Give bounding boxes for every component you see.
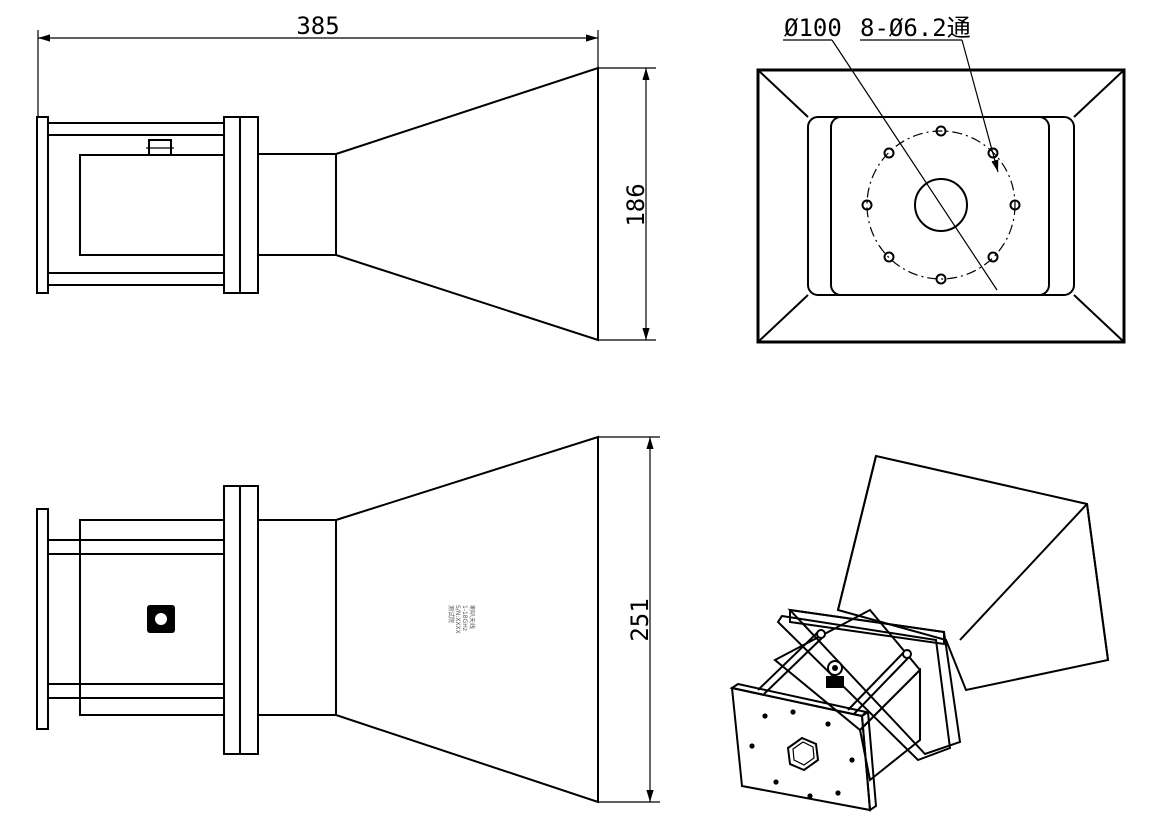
horn bbox=[335, 66, 599, 342]
throat bbox=[257, 519, 337, 716]
height-dimension-186: 186 bbox=[598, 67, 656, 341]
side-view-bottom: 喇叭天线 1-18GHz S/N:XXXX 测试院 251 bbox=[36, 435, 660, 804]
holes-leader: 8-Ø6.2通 bbox=[860, 14, 999, 173]
isometric-view bbox=[729, 454, 1110, 812]
front-flange-2 bbox=[239, 116, 259, 294]
front-view: Ø100 8-Ø6.2通 bbox=[756, 14, 1126, 344]
bolt-circle bbox=[866, 130, 1016, 280]
horn-aperture bbox=[756, 68, 1126, 344]
height-dimension-251: 251 bbox=[598, 436, 660, 803]
side-view-top: 385 186 bbox=[36, 12, 656, 342]
svg-text:S/N:XXXX: S/N:XXXX bbox=[454, 605, 461, 634]
mounting-holes bbox=[861, 125, 1021, 285]
front-flange-1 bbox=[223, 116, 241, 294]
svg-text:1-18GHz: 1-18GHz bbox=[461, 605, 468, 631]
bore-leader: Ø100 bbox=[783, 14, 998, 291]
iso-flange-2 bbox=[776, 614, 952, 762]
back-flange bbox=[36, 116, 49, 294]
back-flange bbox=[36, 508, 49, 730]
length-dimension: 385 bbox=[37, 12, 599, 118]
throat bbox=[257, 153, 337, 256]
iso-back-flange bbox=[730, 686, 872, 812]
front-flange-2 bbox=[239, 485, 259, 755]
iso-holes bbox=[749, 709, 855, 799]
flange-plate bbox=[830, 116, 1050, 296]
center-bore bbox=[914, 178, 968, 232]
iso-horn bbox=[836, 454, 1110, 692]
height-dim-label: 251 bbox=[626, 598, 654, 641]
bore-dim-label: Ø100 bbox=[784, 14, 842, 42]
height-dim-label: 186 bbox=[622, 183, 650, 226]
iso-bore bbox=[786, 736, 820, 772]
horn-label: 喇叭天线 1-18GHz S/N:XXXX 测试院 bbox=[447, 605, 476, 634]
front-flange-1 bbox=[223, 485, 241, 755]
svg-text:测试院: 测试院 bbox=[447, 605, 455, 623]
waveguide-body bbox=[79, 154, 225, 256]
length-dim-label: 385 bbox=[296, 12, 339, 40]
holes-dim-label: 8-Ø6.2通 bbox=[860, 14, 971, 42]
iso-connector bbox=[826, 660, 844, 688]
svg-text:喇叭天线: 喇叭天线 bbox=[468, 605, 476, 629]
